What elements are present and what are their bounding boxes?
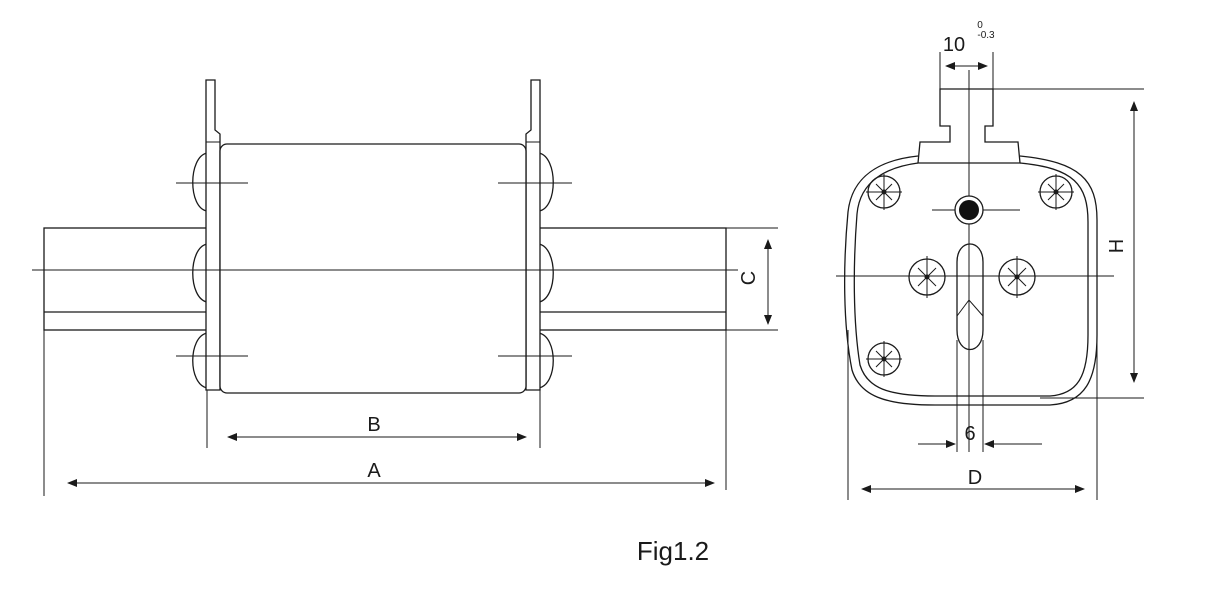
dimension-b-label: B — [367, 414, 380, 436]
side-centre-lines — [32, 182, 738, 357]
left-end-plate — [205, 79, 221, 391]
screw-middle-right — [998, 256, 1036, 298]
end-view-inner-outline — [853, 162, 1089, 397]
dimension-tab-tolerance-lower: -0.3 — [977, 30, 995, 41]
screw-bottom-left — [866, 341, 902, 377]
left-blade — [43, 227, 210, 331]
right-end-plate — [525, 79, 541, 391]
dimension-a-label: A — [367, 460, 381, 482]
right-rivets — [538, 152, 554, 389]
end-view: 10 0 -0.3 H 6 D — [836, 20, 1144, 500]
end-extension-lines — [847, 52, 1144, 500]
left-rivets — [192, 152, 208, 389]
side-extension-lines — [43, 227, 778, 496]
screw-middle-left — [908, 256, 946, 298]
fuse-body — [219, 143, 527, 394]
screw-top-left — [866, 174, 902, 210]
side-view: B A C — [32, 79, 778, 496]
dimension-d-label: D — [968, 467, 982, 489]
dimension-h-label: H — [1106, 239, 1128, 253]
end-view-outer-outline — [844, 155, 1098, 406]
mounting-slot — [956, 243, 984, 350]
dimension-c-label: C — [738, 271, 760, 285]
dimension-slot-label: 6 — [964, 423, 975, 445]
figure-caption: Fig1.2 — [637, 536, 709, 566]
right-blade — [537, 227, 727, 331]
dimension-tab-label: 10 — [943, 34, 965, 56]
screw-top-right — [1038, 174, 1074, 210]
dimension-tab-tolerance-upper: 0 — [977, 20, 983, 31]
